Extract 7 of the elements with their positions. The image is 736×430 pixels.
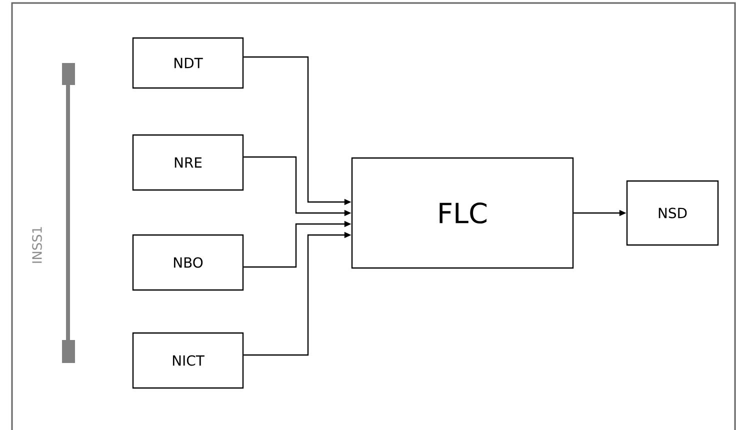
process-box: NDT — [132, 37, 244, 89]
process-box: NRE — [132, 134, 244, 191]
process-box: NSD — [626, 180, 719, 246]
side-label: INSS1 — [32, 227, 42, 263]
process-box: FLC — [351, 157, 574, 269]
process-box: NICT — [132, 332, 244, 389]
process-box: NBO — [132, 234, 244, 291]
